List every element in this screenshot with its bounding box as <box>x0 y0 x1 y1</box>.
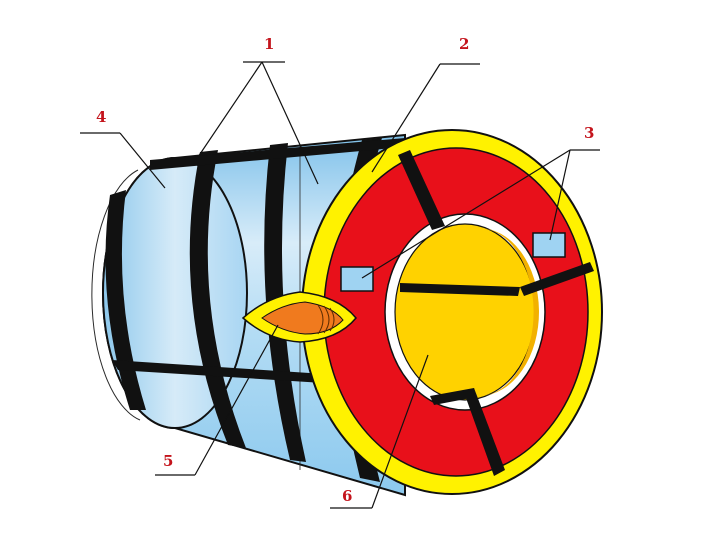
leader-6 <box>371 354 429 509</box>
band-face <box>520 262 594 296</box>
leader-3b <box>549 149 571 241</box>
band-face <box>466 388 505 476</box>
callout-1: 1 <box>264 35 274 53</box>
band-axial-top <box>150 138 405 170</box>
band-face <box>398 150 445 230</box>
band-face <box>430 388 476 405</box>
core-protector <box>394 223 536 401</box>
label-tag <box>340 266 374 292</box>
band-axial-bottom <box>112 360 355 385</box>
axial-bands <box>112 138 405 385</box>
leader-1b <box>261 61 319 185</box>
leader-1a <box>195 61 263 161</box>
callout-numbers: 1 2 3 4 5 6 <box>96 35 594 505</box>
seal-clip <box>241 291 357 343</box>
leader-5 <box>194 324 279 476</box>
band-circumferential <box>264 143 306 462</box>
leader-2 <box>371 63 441 173</box>
leader-lines <box>80 61 600 509</box>
band-face <box>400 283 520 296</box>
band-circumferential <box>105 190 146 410</box>
callout-4: 4 <box>96 108 106 126</box>
coil-contour-line <box>91 169 141 421</box>
callout-2: 2 <box>459 35 469 53</box>
callout-3: 3 <box>584 124 594 142</box>
callout-5: 5 <box>163 452 173 470</box>
seal-clip-crimp <box>317 304 335 335</box>
seal-clip-inner <box>261 301 344 335</box>
leader-3a <box>361 149 571 279</box>
leader-4 <box>119 132 166 189</box>
coil-front-face <box>301 129 603 495</box>
label-tag <box>532 232 566 258</box>
band-circumferential <box>189 150 246 448</box>
callout-6: 6 <box>342 487 352 505</box>
